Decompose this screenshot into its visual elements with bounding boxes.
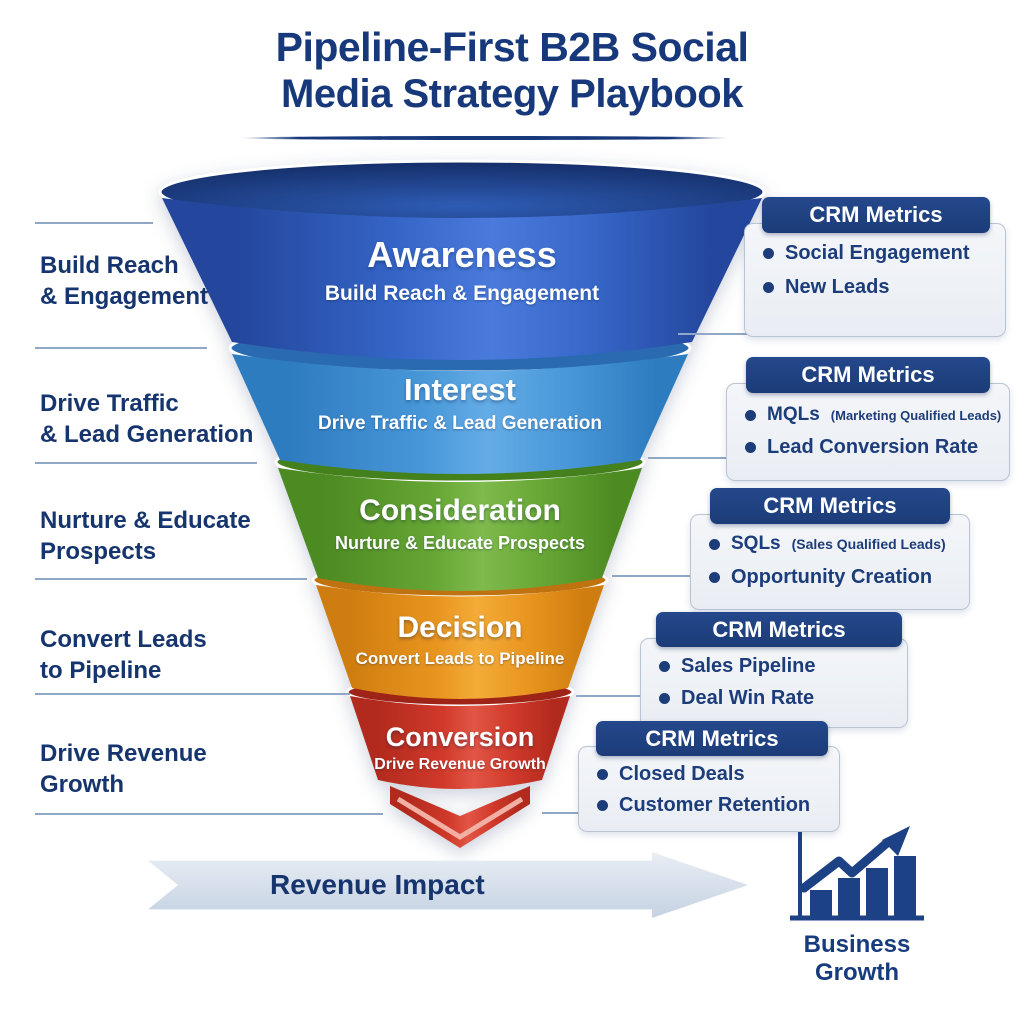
side-label-line1: Drive Traffic	[40, 390, 179, 417]
bullet-dot-icon	[745, 442, 756, 453]
metric-row: Sales Pipeline	[659, 655, 897, 678]
crm-box-conversion: Closed Deals Customer Retention	[578, 746, 840, 832]
business-growth-label: Business Growth	[803, 931, 911, 986]
bullet-dot-icon	[763, 248, 774, 259]
bullet-dot-icon	[763, 282, 774, 293]
side-label-line2: & Engagement	[40, 283, 209, 311]
side-label-line2: & Lead Generation	[40, 421, 254, 449]
metric-label: Opportunity Creation	[731, 566, 933, 588]
connector-line	[648, 457, 730, 459]
connector-line	[678, 333, 748, 335]
metric-label: Customer Retention	[619, 794, 811, 816]
metric-row: Opportunity Creation	[709, 566, 959, 589]
crm-box-header: CRM Metrics	[762, 197, 990, 233]
stage-label-awareness: Awareness Build Reach & Engagement	[262, 234, 662, 306]
side-label-awareness: Build Reach & Engagement	[40, 250, 290, 312]
page-title-line2: Media Strategy Playbook	[281, 72, 743, 117]
crm-box-consideration: SQLs (Sales Qualified Leads) Opportunity…	[690, 514, 970, 610]
crm-box-header: CRM Metrics	[596, 721, 828, 756]
connector-line	[542, 812, 612, 814]
bullet-dot-icon	[709, 572, 720, 583]
rail-divider	[35, 222, 153, 224]
metric-label: Lead Conversion Rate	[767, 436, 979, 458]
funnel-stage-awareness	[158, 159, 766, 360]
stage-label-interest: Interest Drive Traffic & Lead Generation	[285, 372, 635, 435]
side-label-interest: Drive Traffic & Lead Generation	[40, 388, 290, 450]
bullet-dot-icon	[745, 409, 756, 421]
rail-divider	[35, 347, 207, 349]
side-label-line1: Build Reach	[40, 252, 179, 279]
business-growth-chart-icon	[790, 826, 924, 921]
bullet-dot-icon	[597, 769, 608, 780]
stage-subtitle: Convert Leads to Pipeline	[355, 649, 565, 668]
bullet-dot-icon	[597, 800, 608, 811]
side-label-line2: Prospects	[40, 538, 157, 566]
bullet-dot-icon	[659, 661, 670, 672]
revenue-impact-label: Revenue Impact	[270, 869, 485, 900]
revenue-impact-arrow: Revenue Impact	[148, 852, 748, 918]
connector-line	[576, 695, 658, 697]
metric-row: Social Engagement	[763, 242, 995, 265]
side-label-line1: Nurture & Educate	[40, 507, 251, 534]
metric-label: SQLs	[731, 533, 781, 554]
metric-note: (Sales Qualified Leads)	[791, 536, 946, 552]
metric-label: Closed Deals	[619, 763, 745, 785]
rail-divider	[35, 578, 307, 580]
crm-box-awareness: Social Engagement New Leads	[744, 223, 1006, 337]
metric-row: New Leads	[763, 276, 995, 299]
stage-subtitle: Build Reach & Engagement	[324, 282, 600, 305]
crm-box-decision: Sales Pipeline Deal Win Rate	[640, 638, 908, 728]
side-label-conversion: Drive Revenue Growth	[40, 738, 290, 800]
connector-line	[612, 575, 712, 577]
side-label-line2: to Pipeline	[40, 657, 162, 685]
side-label-decision: Convert Leads to Pipeline	[40, 624, 290, 686]
side-label-line2: Growth	[40, 771, 124, 799]
business-growth-block: Business Growth	[772, 826, 942, 987]
funnel-diagram	[158, 159, 766, 848]
rail-divider	[35, 813, 383, 815]
crm-box-header: CRM Metrics	[746, 357, 990, 393]
metric-row: MQLs (Marketing Qualified Leads)	[745, 404, 1002, 426]
bullet-dot-icon	[709, 538, 720, 550]
stage-name: Consideration	[359, 494, 561, 527]
side-label-line1: Drive Revenue	[40, 740, 207, 767]
stage-name: Awareness	[367, 234, 557, 275]
metric-row: Closed Deals	[597, 763, 829, 786]
metric-row: SQLs (Sales Qualified Leads)	[709, 533, 959, 555]
stage-name: Conversion	[385, 722, 535, 752]
stage-subtitle: Drive Revenue Growth	[374, 756, 546, 773]
stage-subtitle: Nurture & Educate Prospects	[334, 533, 586, 553]
side-label-consideration: Nurture & Educate Prospects	[40, 505, 290, 567]
title-underline	[240, 136, 730, 140]
metric-row: Deal Win Rate	[659, 687, 897, 710]
metric-label: MQLs	[767, 404, 820, 425]
rail-divider	[35, 693, 350, 695]
stage-name: Interest	[404, 372, 516, 407]
metric-row: Lead Conversion Rate	[745, 436, 999, 459]
page-title-line1: Pipeline-First B2B Social	[275, 24, 749, 70]
stage-subtitle: Drive Traffic & Lead Generation	[317, 413, 603, 434]
metric-note: (Marketing Qualified Leads)	[830, 407, 1002, 423]
stage-label-conversion: Conversion Drive Revenue Growth	[340, 722, 580, 774]
rail-divider	[35, 462, 257, 464]
stage-label-consideration: Consideration Nurture & Educate Prospect…	[300, 494, 620, 554]
crm-box-header: CRM Metrics	[710, 488, 950, 524]
stage-label-decision: Decision Convert Leads to Pipeline	[320, 611, 600, 669]
metric-label: New Leads	[785, 276, 890, 298]
crm-box-interest: MQLs (Marketing Qualified Leads) Lead Co…	[726, 383, 1010, 481]
side-label-line1: Convert Leads	[40, 626, 207, 653]
metric-label: Social Engagement	[785, 242, 970, 264]
crm-box-header: CRM Metrics	[656, 612, 902, 647]
metric-row: Customer Retention	[597, 794, 829, 817]
metric-label: Deal Win Rate	[681, 687, 815, 709]
stage-name: Decision	[397, 611, 523, 644]
bullet-dot-icon	[659, 693, 670, 704]
page-title: Pipeline-First B2B Social Media Strategy…	[0, 24, 1024, 117]
metric-label: Sales Pipeline	[681, 655, 816, 677]
